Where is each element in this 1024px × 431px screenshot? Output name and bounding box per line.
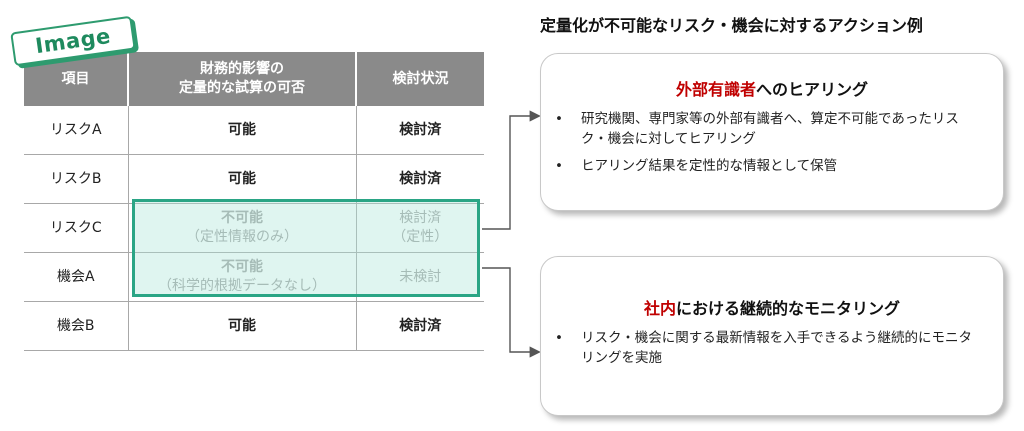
cell-feasibility: 可能 <box>128 106 357 155</box>
cell-feasibility: 可能 <box>128 154 357 204</box>
table-row: リスクC 不可能 （定性情報のみ） 検討済 （定性） <box>24 203 484 253</box>
status-value: 検討済 <box>399 121 442 138</box>
table-row: リスクA 可能 検討済 <box>24 106 484 155</box>
card-title-rest: へのヒアリング <box>756 80 869 99</box>
bullet-icon: • <box>555 330 563 346</box>
card-title-highlight: 社内 <box>643 299 676 318</box>
feasibility-value: 可能 <box>228 121 256 138</box>
cell-feasibility: 不可能 （科学的根拠データなし） <box>128 252 357 302</box>
feasibility-note: （定性情報のみ） <box>186 229 298 245</box>
list-item: • ヒアリング結果を定性的な情報として保管 <box>555 157 979 177</box>
header-status: 検討状況 <box>356 52 484 106</box>
table-row: 機会B 可能 検討済 <box>24 301 484 351</box>
cell-item: リスクC <box>24 203 129 253</box>
bullet-text: 研究機関、専門家等の外部有識者へ、算定不可能であったリスク・機会に対してヒアリン… <box>581 111 959 147</box>
list-item: • リスク・機会に関する最新情報を入手できるよう継続的にモニタリングを実施 <box>555 329 979 368</box>
status-value: 未検討 <box>399 268 442 285</box>
cell-status: 検討済 <box>356 106 484 155</box>
table-row: リスクB 可能 検討済 <box>24 154 484 204</box>
bullet-icon: • <box>555 158 563 175</box>
cell-item: リスクB <box>24 154 129 204</box>
card-title: 外部有識者へのヒアリング <box>541 76 1003 100</box>
card-bullets: • リスク・機会に関する最新情報を入手できるよう継続的にモニタリングを実施 <box>541 329 1003 368</box>
card-title-rest: における継続的なモニタリング <box>676 299 901 318</box>
bullet-text: リスク・機会に関する最新情報を入手できるよう継続的にモニタリングを実施 <box>581 330 972 366</box>
status-value: 検討済 <box>399 210 442 227</box>
status-value: 検討済 <box>399 317 442 334</box>
cell-status: 検討済 <box>356 301 484 351</box>
status-note: （定性） <box>392 229 449 245</box>
feasibility-value: 不可能 <box>221 259 263 276</box>
table-header-row: 項目 財務的影響の 定量的な試算の可否 検討状況 <box>24 52 484 106</box>
header-item: 項目 <box>24 52 129 106</box>
feasibility-value: 可能 <box>228 170 256 187</box>
status-value: 検討済 <box>399 170 442 187</box>
arrow-to-internal-monitoring <box>482 267 541 358</box>
cell-feasibility: 可能 <box>128 301 357 351</box>
cell-feasibility: 不可能 （定性情報のみ） <box>128 203 357 253</box>
card-title: 社内における継続的なモニタリング <box>541 295 1003 319</box>
bullet-text: ヒアリング結果を定性的な情報として保管 <box>581 158 838 175</box>
header-feasibility: 財務的影響の 定量的な試算の可否 <box>128 52 357 106</box>
arrow-to-external-experts <box>482 110 541 230</box>
feasibility-value: 不可能 <box>221 210 263 227</box>
feasibility-note: （科学的根拠データなし） <box>158 278 326 294</box>
feasibility-value: 可能 <box>228 317 256 334</box>
cell-status: 未検討 <box>356 252 484 302</box>
cell-status: 検討済 （定性） <box>356 203 484 253</box>
card-title-highlight: 外部有識者 <box>675 80 756 99</box>
action-card-external-experts: 外部有識者へのヒアリング • 研究機関、専門家等の外部有識者へ、算定不可能であった… <box>540 53 1004 211</box>
table-row: 機会A 不可能 （科学的根拠データなし） 未検討 <box>24 252 484 302</box>
cell-item: 機会A <box>24 252 129 302</box>
list-item: • 研究機関、専門家等の外部有識者へ、算定不可能であったリスク・機会に対してヒアリ… <box>555 110 979 149</box>
cell-item: 機会B <box>24 301 129 351</box>
cell-item: リスクA <box>24 106 129 155</box>
card-bullets: • 研究機関、専門家等の外部有識者へ、算定不可能であったリスク・機会に対してヒアリ… <box>541 110 1003 177</box>
cell-status: 検討済 <box>356 154 484 204</box>
actions-title: 定量化が不可能なリスク・機会に対するアクション例 <box>540 16 923 35</box>
action-card-internal-monitoring: 社内における継続的なモニタリング • リスク・機会に関する最新情報を入手できるよう… <box>540 256 1004 416</box>
bullet-icon: • <box>555 111 563 127</box>
